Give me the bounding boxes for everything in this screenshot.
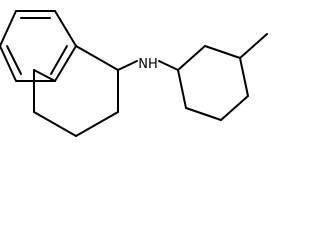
bond-cy-5: [185, 107, 222, 121]
bond-n-c-right: [158, 60, 179, 71]
bond-cy-2: [204, 45, 241, 59]
bond-cy-4: [220, 95, 249, 121]
bond-ar-5: [0, 45, 17, 82]
bond-cy-6: [177, 69, 187, 109]
bond-ar-2: [54, 10, 77, 47]
bond-sat-3: [75, 111, 119, 137]
bond-sat-1: [75, 45, 119, 71]
tetrahydro-ring: [33, 45, 119, 137]
bond-cy-1: [177, 45, 206, 71]
molecule-drawing: NH: [0, 10, 268, 137]
chemical-structure-canvas: NH: [0, 10, 268, 137]
bond-ar-3: [54, 45, 77, 82]
bond-cy-3: [239, 57, 249, 97]
bond-sat-4: [33, 111, 77, 137]
bond-ar-double-2: [50, 45, 68, 75]
cyclohexane-ring: [177, 45, 249, 121]
bond-ar-6: [0, 10, 17, 47]
amine-nh-label: NH: [138, 57, 158, 72]
bond-ar-double-3: [6, 45, 22, 75]
benzene-ring: [0, 10, 77, 82]
bond-c-n-left: [117, 60, 138, 71]
bond-sat-6: [33, 69, 56, 82]
bond-methyl: [239, 33, 268, 59]
